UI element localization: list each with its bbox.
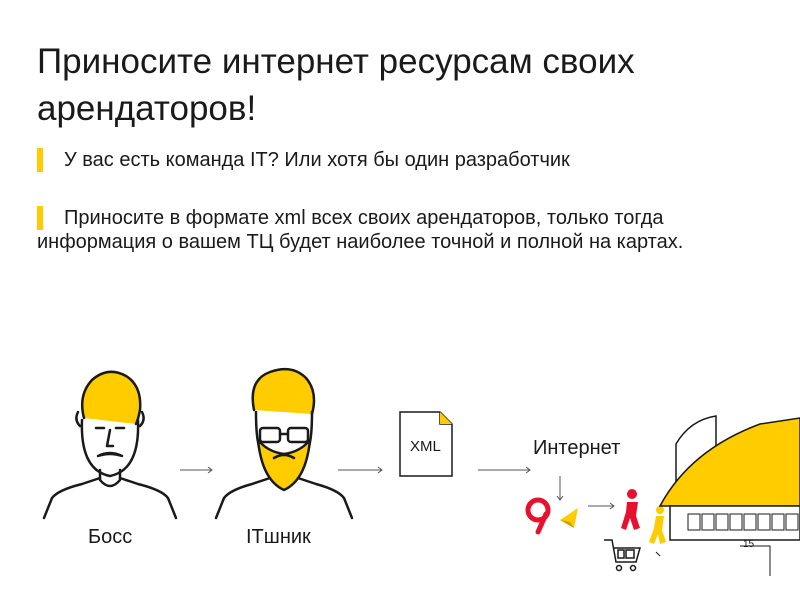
bullet-xml-format: Приносите в формате xml всех своих аренд…: [37, 206, 757, 254]
xml-file-icon: [399, 411, 453, 477]
shopping-mall-icon: [655, 415, 800, 576]
yandex-map-logo-icon: [525, 497, 551, 535]
arrow: [180, 466, 615, 510]
navigator-arrow-icon: [560, 508, 578, 528]
bullet-text: У вас есть команда IT? Или хотя бы один …: [64, 149, 570, 171]
boss-face-icon: [42, 370, 178, 520]
developer-face-icon: [214, 367, 354, 520]
people-icon: [621, 489, 666, 544]
page-number: 15: [743, 539, 755, 550]
bullet-marker: [37, 148, 43, 172]
shopping-cart-icon: [604, 539, 641, 572]
xml-file-label: XML: [410, 438, 441, 455]
it-label: ITшник: [246, 526, 311, 548]
bullet-text: Приносите в формате xml всех своих аренд…: [37, 207, 684, 253]
internet-label: Интернет: [533, 437, 621, 459]
bullet-marker: [37, 206, 43, 230]
bullet-it-team: У вас есть команда IT? Или хотя бы один …: [37, 148, 757, 172]
page-title: Приносите интернет ресурсам своих аренда…: [37, 42, 635, 128]
boss-label: Босс: [88, 526, 133, 548]
